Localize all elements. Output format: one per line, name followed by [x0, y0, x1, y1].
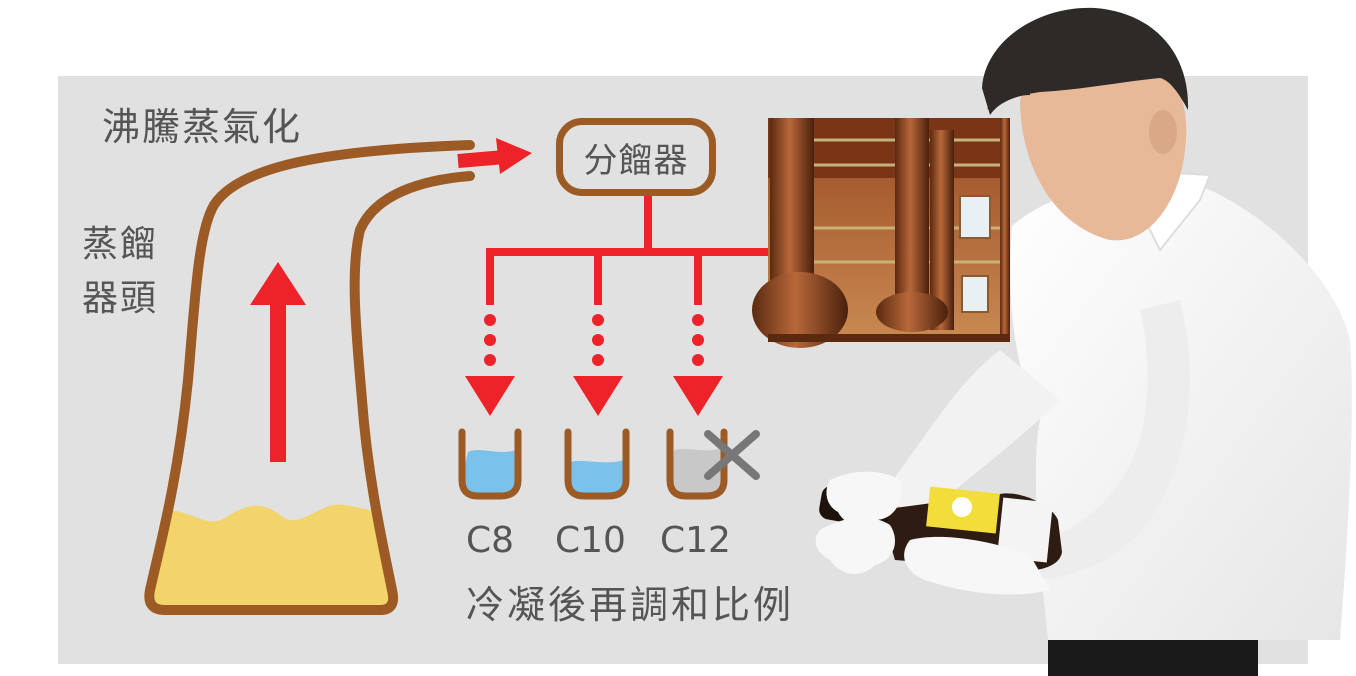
- fraction-label-c8: C8: [466, 520, 515, 561]
- dotted-drops: [484, 314, 704, 366]
- drop-arrowheads: [465, 376, 723, 416]
- neck-arrow-head: [496, 138, 532, 174]
- fractionator-label: 分餾器: [583, 140, 689, 181]
- cup-c12: [666, 428, 728, 500]
- still-outline: [144, 140, 475, 615]
- still-liquid: [148, 504, 391, 608]
- cup-c8: [458, 428, 522, 500]
- distribution-lines: [486, 196, 780, 305]
- fraction-label-c10: C10: [555, 520, 626, 561]
- vapor-arrow-shaft: [270, 300, 286, 462]
- boiling-label: 沸騰蒸氣化: [102, 105, 303, 149]
- man-photo: [815, 7, 1352, 676]
- distillery-photo: [752, 118, 1010, 348]
- still-head-label: 蒸餾器頭: [82, 224, 159, 319]
- reject-x-icon: [704, 430, 760, 480]
- cup-c10: [564, 428, 630, 500]
- fractionator-box: 分餾器: [556, 118, 716, 196]
- neck-arrow-shaft: [457, 150, 506, 168]
- blend-caption: 冷凝後再調和比例: [466, 583, 795, 627]
- vapor-arrow-head: [250, 262, 306, 305]
- fraction-label-c12: C12: [660, 520, 731, 561]
